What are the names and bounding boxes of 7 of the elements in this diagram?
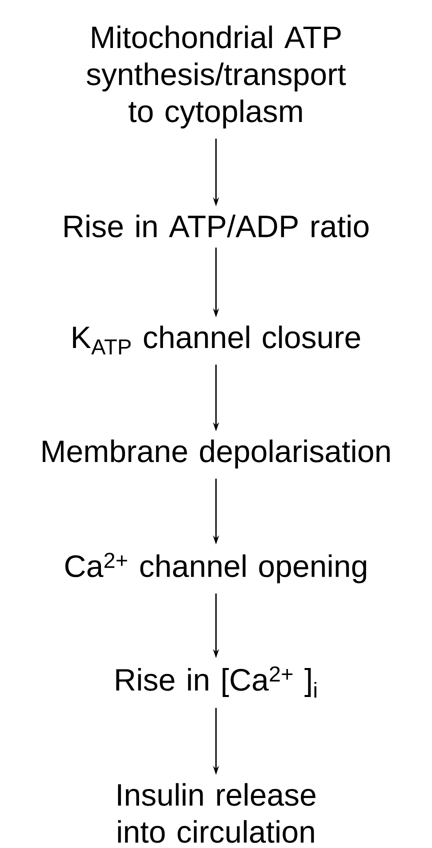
step-text: Mitochondrial ATP synthesis/transport to cytoplasm xyxy=(86,26,346,128)
step-text: Membrane depolarisation xyxy=(42,440,390,468)
step-text: Rise in [Ca$^{2+}$ ]$_{i}$ xyxy=(116,666,316,698)
step-text: K$_{ATP}$ channel closure xyxy=(73,326,360,354)
step-text: Ca$^{2+}$ channel opening xyxy=(65,552,366,584)
step-text: Rise in ATP/ADP ratio xyxy=(64,214,369,238)
step-text: Insulin release into circulation xyxy=(118,783,316,843)
